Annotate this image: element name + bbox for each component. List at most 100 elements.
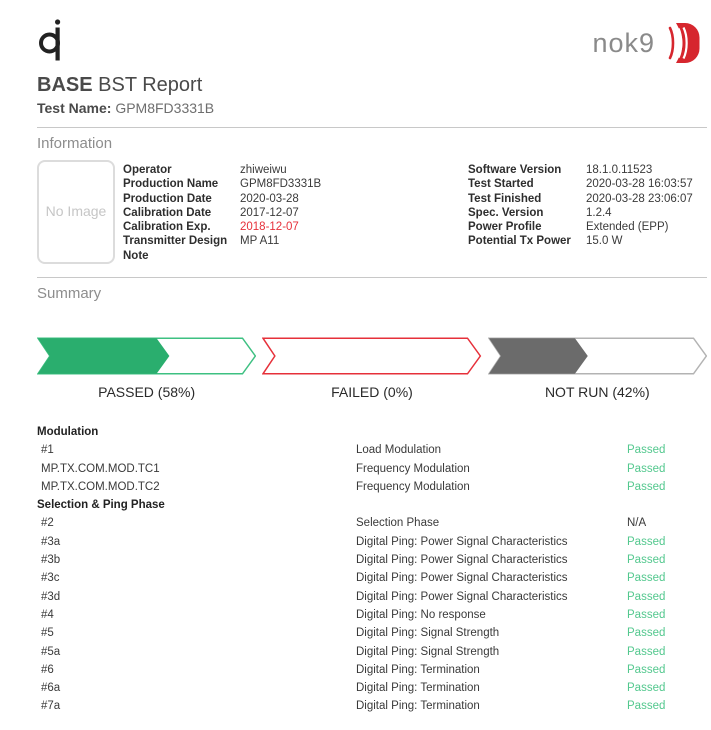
result-status: Passed bbox=[627, 554, 666, 567]
result-id: #6 bbox=[41, 663, 54, 676]
info-row: Note bbox=[123, 249, 468, 263]
result-row: #5 Digital Ping: Signal Strength Passed bbox=[37, 624, 707, 642]
info-value: 2017-12-07 bbox=[240, 206, 299, 219]
info-label: Test Finished bbox=[468, 192, 542, 205]
result-group-row: Selection & Ping Phase bbox=[37, 496, 707, 514]
info-value: 2020-03-28 bbox=[240, 192, 299, 205]
result-status: Passed bbox=[627, 535, 666, 548]
result-test-name: Digital Ping: Power Signal Characteristi… bbox=[356, 535, 568, 548]
result-status: N/A bbox=[627, 517, 647, 530]
info-label: Operator bbox=[123, 164, 172, 176]
result-id: #1 bbox=[41, 444, 54, 457]
chevron-label-failed: FAILED (0%) bbox=[331, 384, 413, 400]
info-row: Calibration Date 2017-12-07 bbox=[123, 206, 468, 220]
result-id: #5 bbox=[41, 627, 54, 640]
result-group-row: Modulation bbox=[37, 423, 707, 441]
result-status: Passed bbox=[627, 462, 666, 475]
info-value: 15.0 W bbox=[586, 235, 623, 248]
divider bbox=[37, 127, 707, 128]
result-test-name: Digital Ping: Termination bbox=[356, 700, 480, 713]
result-id: #4 bbox=[41, 608, 54, 621]
info-row: Test Finished 2020-03-28 23:06:07 bbox=[468, 192, 707, 206]
result-id: #2 bbox=[41, 517, 54, 530]
summary-heading: Summary bbox=[37, 285, 102, 302]
result-id: MP.TX.COM.MOD.TC2 bbox=[41, 480, 160, 493]
info-label: Test Started bbox=[468, 178, 534, 191]
chevron-label-passed: PASSED (58%) bbox=[98, 384, 196, 400]
information-heading: Information bbox=[37, 135, 113, 152]
summary-chevron-bar bbox=[37, 337, 707, 375]
info-label: Note bbox=[123, 249, 149, 262]
qi-logo-icon bbox=[38, 18, 65, 71]
info-value: GPM8FD3331B bbox=[240, 178, 322, 191]
result-status: Passed bbox=[627, 590, 666, 603]
info-value: 2020-03-28 23:06:07 bbox=[586, 192, 693, 205]
result-row: #3d Digital Ping: Power Signal Characteri… bbox=[37, 588, 707, 606]
test-name-label: Test Name: bbox=[37, 100, 112, 116]
chevron-label-not-run: NOT RUN (42%) bbox=[544, 384, 650, 400]
info-row: Test Started 2020-03-28 16:03:57 bbox=[468, 177, 707, 191]
result-group-name: Modulation bbox=[37, 426, 99, 438]
info-row: Calibration Exp. 2018-12-07 bbox=[123, 220, 468, 234]
result-id: #5a bbox=[41, 645, 61, 658]
chevron-not-run bbox=[487, 337, 707, 375]
result-id: MP.TX.COM.MOD.TC1 bbox=[41, 462, 160, 475]
result-id: #3d bbox=[41, 590, 61, 603]
result-status: Passed bbox=[627, 627, 666, 640]
result-test-name: Digital Ping: Power Signal Characteristi… bbox=[356, 590, 568, 603]
info-label: Production Name bbox=[123, 178, 219, 191]
info-value: 1.2.4 bbox=[586, 206, 612, 219]
report-title-rest: BST Report bbox=[92, 74, 203, 96]
info-label: Spec. Version bbox=[468, 206, 544, 219]
info-row: Potential Tx Power 15.0 W bbox=[468, 234, 707, 248]
result-row: #2 Selection Phase N/A bbox=[37, 514, 707, 532]
report-header: nok9 bbox=[37, 16, 707, 72]
info-value: 2018-12-07 bbox=[240, 221, 299, 234]
info-row: Spec. Version 1.2.4 bbox=[468, 206, 707, 220]
info-value: 18.1.0.11523 bbox=[586, 164, 653, 176]
result-status: Passed bbox=[627, 444, 666, 457]
result-test-name: Digital Ping: Termination bbox=[356, 663, 480, 676]
result-status: Passed bbox=[627, 480, 666, 493]
no-image-placeholder: No Image bbox=[37, 160, 115, 264]
test-name-value: GPM8FD3331B bbox=[111, 100, 215, 116]
result-test-name: Digital Ping: Signal Strength bbox=[356, 627, 500, 640]
chevron-passed bbox=[37, 337, 257, 375]
nok9-logo: nok9 bbox=[592, 20, 701, 66]
result-test-name: Digital Ping: Signal Strength bbox=[356, 645, 500, 658]
result-id: #3a bbox=[41, 535, 61, 548]
info-value: 2020-03-28 16:03:57 bbox=[586, 178, 693, 191]
result-group-name: Selection & Ping Phase bbox=[37, 499, 165, 512]
result-status: Passed bbox=[627, 645, 666, 658]
result-test-name: Frequency Modulation bbox=[356, 462, 470, 475]
info-label: Calibration Date bbox=[123, 206, 212, 219]
info-label: Production Date bbox=[123, 192, 212, 205]
test-name: Test Name: GPM8FD3331B bbox=[37, 100, 707, 116]
info-label: Potential Tx Power bbox=[468, 235, 571, 248]
result-row: #3c Digital Ping: Power Signal Characteri… bbox=[37, 569, 707, 587]
nok9-logo-icon bbox=[668, 23, 700, 63]
result-test-name: Digital Ping: Power Signal Characteristi… bbox=[356, 572, 568, 585]
summary-chevron-labels: PASSED (58%) FAILED (0%) NOT RUN (42%) bbox=[37, 384, 707, 400]
divider bbox=[37, 277, 707, 278]
result-id: #3c bbox=[41, 572, 60, 585]
result-test-name: Load Modulation bbox=[356, 444, 442, 457]
result-status: Passed bbox=[627, 608, 666, 621]
result-test-name: Selection Phase bbox=[356, 517, 440, 530]
result-status: Passed bbox=[627, 572, 666, 585]
info-row: Production Name GPM8FD3331B bbox=[123, 177, 468, 191]
info-label: Calibration Exp. bbox=[123, 221, 211, 234]
